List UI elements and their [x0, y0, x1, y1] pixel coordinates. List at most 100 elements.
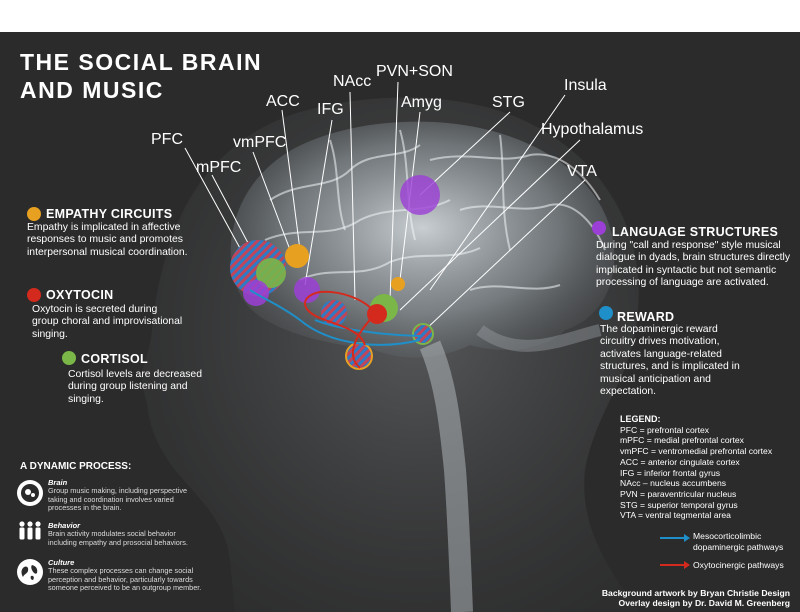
- empathy-body: Empathy is implicated in affective respo…: [27, 222, 188, 259]
- reward-line: activates language-related: [600, 348, 722, 360]
- label-stg: STG: [492, 94, 525, 111]
- language-line: implicated in syntactic but not semantic: [596, 264, 777, 276]
- legend-item: ACC = anterior cingulate cortex: [620, 456, 740, 467]
- legend-item: VTA = ventral tegmental area: [620, 510, 731, 521]
- legend: LEGEND: PFC = prefrontal cortex mPFC = m…: [620, 414, 772, 521]
- oxytocinergic-pathway: [304, 290, 379, 346]
- globe-icon: [17, 559, 43, 585]
- stg-marker: [400, 175, 440, 215]
- label-amyg: Amyg: [401, 94, 442, 111]
- language-line: During "call and response" style musical: [596, 240, 781, 251]
- pathway-label-dopaminergic: Mesocorticolimbic dopaminergic pathways: [693, 531, 783, 552]
- dyn-culture-title: Culture: [48, 558, 75, 567]
- cortisol-body: Cortisol levels are decreased during gro…: [68, 369, 202, 406]
- credit-line: Background artwork by Bryan Christie Des…: [601, 588, 790, 598]
- legend-item: PVN = paraventricular nucleus: [620, 488, 737, 499]
- label-insula: Insula: [564, 77, 607, 94]
- language-line: dialogue in dyads, brain structures dire…: [596, 252, 791, 264]
- legend-item: vmPFC = ventromedial prefrontal cortex: [620, 446, 773, 457]
- legend-item: mPFC = medial prefrontal cortex: [620, 435, 744, 446]
- brain-shape: [230, 121, 615, 358]
- title-line-1: THE SOCIAL BRAIN: [20, 49, 263, 75]
- reward-line: expectation.: [600, 386, 657, 398]
- label-hypothalamus: Hypothalamus: [541, 121, 644, 138]
- reward-dot: [599, 306, 613, 320]
- label-pfc: PFC: [151, 131, 183, 148]
- dyn-brain-body: Group music making, including perspectiv…: [48, 486, 188, 513]
- credit-line: Overlay design by Dr. David M. Greenberg: [618, 598, 790, 609]
- label-mpfc: mPFC: [196, 159, 242, 176]
- dyn-behavior-line: Brain activity modulates social behavior: [48, 529, 176, 538]
- mpfc-marker: [256, 258, 286, 288]
- cortisol-dot: [62, 351, 76, 365]
- oxytocin-line: Oxytocin is secreted during: [32, 304, 158, 315]
- reward-line: The dopaminergic reward: [600, 324, 718, 335]
- vta-marker: [412, 323, 434, 345]
- dopaminergic-pathway: [314, 319, 421, 337]
- label-vmpfc: vmPFC: [233, 134, 287, 151]
- page-title: THE SOCIAL BRAIN AND MUSIC: [20, 48, 262, 104]
- title-line-2: AND MUSIC: [20, 77, 164, 103]
- cortisol-line: during group listening and: [68, 381, 188, 393]
- dyn-brain-line: processes in the brain.: [48, 503, 122, 513]
- reward-line: circuitry drives motivation,: [600, 336, 720, 348]
- legend-item: STG = superior temporal gyrus: [620, 499, 738, 510]
- dyn-brain-line: Group music making, including perspectiv…: [48, 486, 188, 495]
- dyn-culture-body: These complex processes can change socia…: [48, 566, 202, 593]
- dynamic-title: A DYNAMIC PROCESS:: [20, 461, 132, 472]
- label-ifg: IFG: [317, 101, 344, 118]
- language-line: processing of language are activated.: [596, 277, 769, 289]
- nacc-marker: [321, 300, 347, 326]
- people-icon: [19, 521, 41, 540]
- dyn-culture-line: perception and behavior, particularly to…: [48, 574, 193, 584]
- insula-marker: [391, 277, 405, 291]
- oxytocin-heading: OXYTOCIN: [46, 288, 114, 302]
- credits: Background artwork by Bryan Christie Des…: [602, 588, 790, 609]
- language-body: During "call and response" style musical…: [596, 240, 790, 290]
- cortisol-line: singing.: [68, 393, 104, 405]
- empathy-line: interpersonal musical coordination.: [27, 246, 188, 258]
- language-dot: [592, 221, 606, 235]
- language-heading: LANGUAGE STRUCTURES: [612, 225, 779, 239]
- reward-line: structures, and is implicated in: [600, 361, 740, 373]
- acc-marker: [285, 244, 309, 268]
- dyn-culture-line: someone perceived to be an outgroup memb…: [48, 583, 202, 593]
- pathway-label-line: Mesocorticolimbic: [693, 531, 762, 541]
- empathy-dot: [27, 207, 41, 221]
- dyn-behavior-title: Behavior: [48, 521, 81, 530]
- empathy-heading: EMPATHY CIRCUITS: [46, 207, 173, 221]
- dyn-brain-title: Brain: [48, 478, 68, 487]
- legend-item: NAcc – nucleus accumbens: [620, 478, 727, 489]
- brain-gears-icon: [17, 480, 43, 506]
- oxytocinergic-pathway: [351, 311, 378, 369]
- legend-title: LEGEND:: [620, 414, 661, 424]
- cortisol-heading: CORTISOL: [81, 352, 148, 366]
- legend-item: IFG = inferior frontal gyrus: [620, 467, 721, 478]
- legend-item: PFC = prefrontal cortex: [620, 424, 710, 435]
- dyn-behavior-line: including empathy and prosocial behavior…: [48, 537, 188, 547]
- dyn-culture-line: These complex processes can change socia…: [48, 566, 194, 575]
- oxytocin-line: group choral and improvisational: [32, 316, 183, 328]
- oxytocin-line: singing.: [32, 328, 68, 340]
- cortisol-line: Cortisol levels are decreased: [68, 369, 202, 380]
- label-vta: VTA: [567, 163, 597, 180]
- oxytocin-dot: [27, 288, 41, 302]
- label-acc: ACC: [266, 93, 300, 110]
- dyn-brain-line: taking and coordination involves varied: [48, 494, 174, 504]
- dyn-behavior-body: Brain activity modulates social behavior…: [48, 529, 188, 547]
- label-pvn-son: PVN+SON: [376, 63, 453, 80]
- dopaminergic-pathway: [249, 289, 421, 346]
- empathy-line: Empathy is implicated in affective: [27, 222, 181, 233]
- ifg-marker: [294, 277, 320, 303]
- pathway-label-line: Oxytocinergic pathways: [693, 560, 784, 570]
- oxytocin-body: Oxytocin is secreted during group choral…: [32, 304, 182, 341]
- empathy-line: responses to music and promotes: [27, 234, 183, 246]
- reward-heading: REWARD: [617, 310, 675, 324]
- reward-body: The dopaminergic reward circuitry drives…: [600, 324, 740, 398]
- pathway-label-oxytocinergic: Oxytocinergic pathways: [693, 560, 784, 571]
- label-nacc: NAcc: [333, 73, 372, 90]
